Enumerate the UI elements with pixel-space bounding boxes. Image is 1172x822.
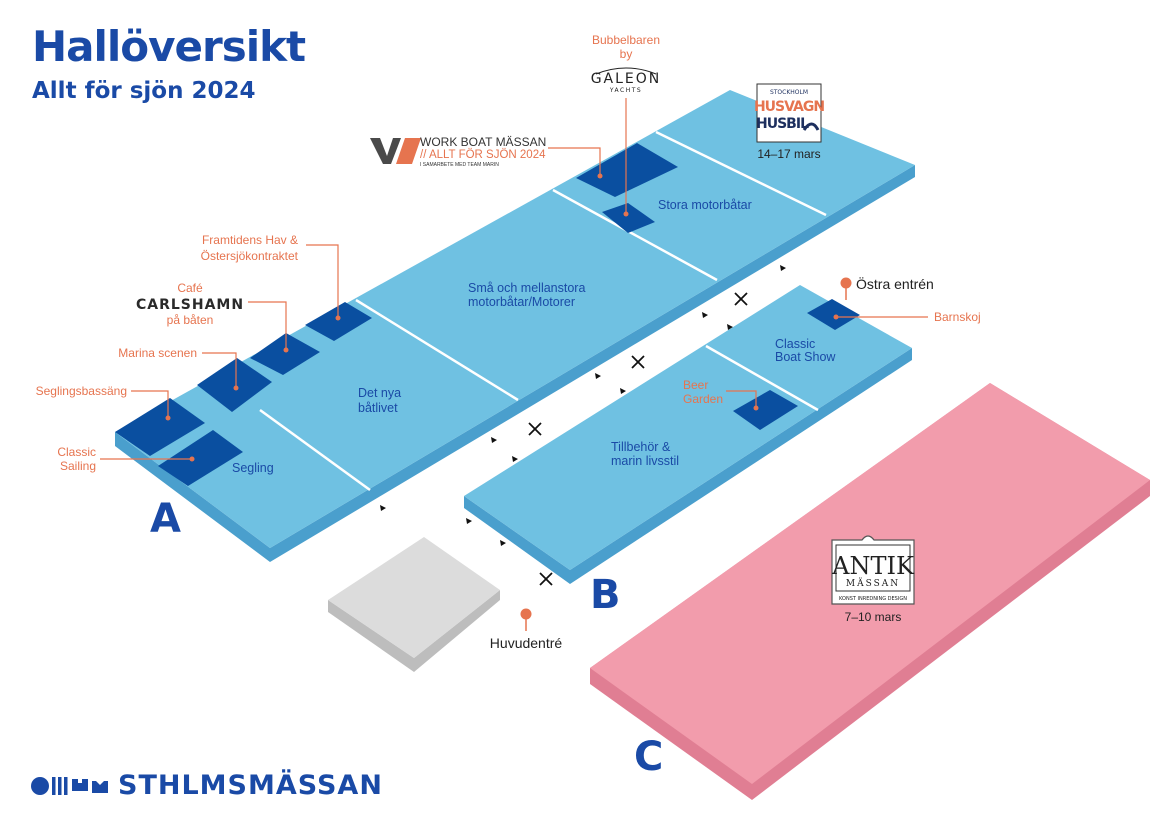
svg-text:KONST INREDNING DESIGN: KONST INREDNING DESIGN xyxy=(839,596,907,602)
east-entrance-marker[interactable]: Östra entrén xyxy=(840,275,934,300)
booth-cafe-carlshamn xyxy=(250,333,320,375)
location-pin-icon xyxy=(520,608,532,620)
svg-text:Café: Café xyxy=(177,281,203,295)
hall-a[interactable] xyxy=(115,90,915,562)
booth-classic-sailing xyxy=(158,430,243,486)
callout-barnskoj: Barnskoj xyxy=(833,310,981,324)
callout-framtidens: Framtidens Hav & Östersjökontraktet xyxy=(201,233,341,321)
booth-beer-garden xyxy=(733,390,798,430)
husvagn-dates: 14–17 mars xyxy=(757,147,820,161)
booth-barnskoj xyxy=(807,299,860,330)
zone-classic-boat-line2: Boat Show xyxy=(775,350,836,364)
footer-brand: STHLMSMÄSSAN xyxy=(118,770,383,801)
zone-tillbehor-line1: Tillbehör & xyxy=(611,440,671,454)
zone-det-nya-line1: Det nya xyxy=(358,386,401,400)
svg-text:STOCKHOLM: STOCKHOLM xyxy=(770,89,808,96)
svg-text:Beer: Beer xyxy=(683,378,708,392)
svg-text:på båten: på båten xyxy=(167,313,214,327)
svg-text:by: by xyxy=(620,47,633,61)
callout-seglingsbassang: Seglingsbassäng xyxy=(36,384,171,421)
zone-classic-boat-line1: Classic xyxy=(775,337,815,351)
booth-marina-scenen xyxy=(197,358,272,412)
workboat-logo: WORK BOAT MÄSSAN // ALLT FÖR SJÖN 2024 I… xyxy=(370,135,603,179)
svg-text:WORK BOAT MÄSSAN: WORK BOAT MÄSSAN xyxy=(420,135,546,149)
husvagn-husbil-logo: STOCKHOLM HUSVAGN HUSBIL 14–17 mars xyxy=(754,83,825,161)
antik-massan-logo: ANTIK MÄSSAN KONST INREDNING DESIGN 7–10… xyxy=(831,535,915,624)
page-subtitle: Allt för sjön 2024 xyxy=(32,78,256,104)
svg-text:Bubbelbaren: Bubbelbaren xyxy=(592,33,660,47)
callout-cafe-carlshamn: Café CARLSHAMN på båten xyxy=(136,281,289,353)
galeon-swoosh-icon xyxy=(595,67,657,75)
svg-text:Östersjökontraktet: Östersjökontraktet xyxy=(201,249,299,263)
svg-text:YACHTS: YACHTS xyxy=(609,87,642,94)
antik-dates: 7–10 mars xyxy=(845,610,902,624)
zone-stora-motorbatar: Stora motorbåtar xyxy=(658,198,752,212)
svg-text:Classic: Classic xyxy=(57,445,96,459)
hall-label-c: C xyxy=(634,734,663,780)
zone-det-nya-line2: båtlivet xyxy=(358,401,398,415)
svg-text:Östra entrén: Östra entrén xyxy=(856,275,934,292)
svg-text:Framtidens Hav &: Framtidens Hav & xyxy=(202,233,298,247)
svg-text:MÄSSAN: MÄSSAN xyxy=(846,577,900,589)
svg-text:HUSVAGN: HUSVAGN xyxy=(754,99,824,115)
galeon-logo: GALEON xyxy=(591,71,662,87)
callout-beer-garden: Beer Garden xyxy=(683,378,759,411)
svg-text:Sailing: Sailing xyxy=(60,459,96,473)
booth-workboat xyxy=(576,143,678,197)
zone-sma-line1: Små och mellanstora xyxy=(468,281,585,295)
carlshamn-logo: CARLSHAMN xyxy=(136,297,244,313)
callout-bubbelbaren: Bubbelbaren by GALEON YACHTS xyxy=(591,33,662,217)
hall-b-booths xyxy=(733,299,860,430)
zone-segling: Segling xyxy=(232,461,274,475)
callout-classic-sailing: Classic Sailing xyxy=(57,445,195,473)
svg-text:ANTIK: ANTIK xyxy=(831,552,915,580)
hall-label-b: B xyxy=(590,572,621,618)
page-title: Hallöversikt xyxy=(32,22,306,71)
callout-marina-scenen: Marina scenen xyxy=(118,346,239,391)
hall-b[interactable] xyxy=(464,285,912,584)
hall-label-a: A xyxy=(150,496,181,542)
zone-tillbehor-line2: marin livsstil xyxy=(611,454,679,468)
svg-text:// ALLT FÖR SJÖN 2024: // ALLT FÖR SJÖN 2024 xyxy=(420,149,546,161)
main-entrance-marker[interactable]: Huvudentré xyxy=(490,608,563,652)
brand-mark-icon xyxy=(31,776,108,795)
hall-a-booths xyxy=(115,143,678,486)
svg-text:HUSBIL: HUSBIL xyxy=(756,116,809,132)
zone-sma-line2: motorbåtar/Motorer xyxy=(468,295,575,309)
svg-text:Barnskoj: Barnskoj xyxy=(934,310,981,324)
entrance-building xyxy=(328,537,500,672)
svg-text:Seglingsbassäng: Seglingsbassäng xyxy=(36,384,127,398)
svg-text:Marina scenen: Marina scenen xyxy=(118,346,197,360)
location-pin-icon xyxy=(840,277,852,289)
booth-bubbelbaren xyxy=(602,203,655,233)
svg-text:I SAMARBETE MED TEAM MARIN: I SAMARBETE MED TEAM MARIN xyxy=(420,162,499,168)
stockholmsmassan-logo: STHLMSMÄSSAN xyxy=(30,770,383,801)
svg-text:Garden: Garden xyxy=(683,392,723,406)
booth-framtidens-hav xyxy=(305,302,372,341)
booth-seglingsbassang xyxy=(115,398,205,456)
svg-text:Huvudentré: Huvudentré xyxy=(490,635,563,651)
corridor-markers xyxy=(380,265,786,586)
